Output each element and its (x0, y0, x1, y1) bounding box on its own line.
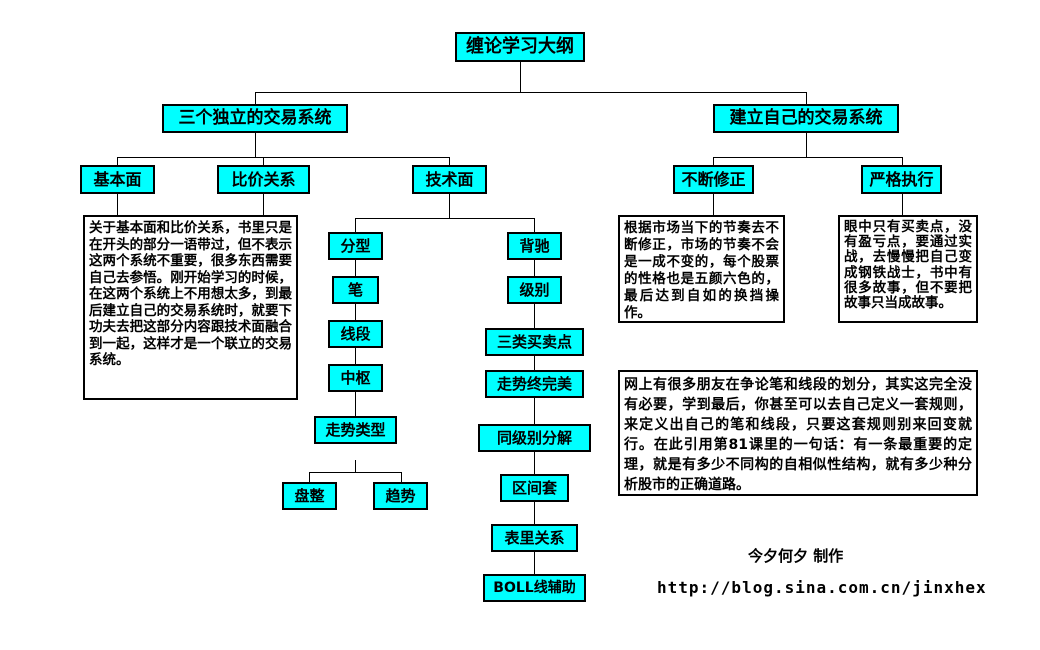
connector-beichi-jibie (534, 260, 535, 276)
connector-fundamentals-to-note (117, 193, 118, 215)
node-continuous-correction[interactable]: 不断修正 (673, 165, 754, 194)
node-jibie[interactable]: 级别 (507, 276, 562, 304)
node-tongjibie-fenjie[interactable]: 同级别分解 (478, 424, 591, 452)
connector-zhongshu-zoushi (355, 392, 356, 416)
connector-xianduan-zhongshu (355, 348, 356, 364)
node-panzheng[interactable]: 盘整 (282, 482, 337, 510)
connector-biaoli-boll (534, 552, 535, 574)
note-segments-box: 网上有很多朋友在争论笔和线段的划分，其实这完全没有必要，学到最后，你甚至可以去自… (618, 370, 978, 496)
connector-zoushi-bar (309, 472, 402, 473)
connector-technical-bar (355, 218, 534, 219)
note-execution-box: 眼中只有买卖点，没有盈亏点，要通过实战，去慢慢把自己变成钢铁战士，书中有很多故事… (838, 215, 978, 323)
connector-right-branch-bar (713, 157, 902, 158)
connector-tongjibie-qujian (534, 452, 535, 474)
connector-to-panzheng (309, 472, 310, 482)
node-qushi[interactable]: 趋势 (373, 482, 428, 510)
node-fenxing[interactable]: 分型 (328, 232, 383, 260)
connector-to-fundamentals (117, 157, 118, 166)
connector-title-stem (520, 61, 521, 92)
connector-technical-stem (449, 193, 450, 218)
node-biaoli-guanxi[interactable]: 表里关系 (491, 524, 578, 552)
node-qujian-tao[interactable]: 区间套 (500, 474, 569, 502)
connector-execution-to-note (902, 193, 903, 215)
connector-correction-to-note (713, 193, 714, 215)
node-build-own-system[interactable]: 建立自己的交易系统 (713, 104, 899, 133)
footer-url[interactable]: http://blog.sina.com.cn/jinxhex (657, 578, 987, 597)
connector-price-ratio-to-note (263, 193, 264, 215)
connector-zoushi-stem (355, 460, 356, 472)
node-zoushi-zhong-wanmei[interactable]: 走势终完美 (485, 370, 584, 398)
node-bi[interactable]: 笔 (332, 276, 379, 304)
node-three-independent-systems[interactable]: 三个独立的交易系统 (162, 104, 348, 133)
connector-to-left-branch (255, 92, 256, 105)
node-beichi[interactable]: 背驰 (507, 232, 562, 260)
connector-to-fenxing (355, 218, 356, 232)
node-zoushi-leixing[interactable]: 走势类型 (314, 416, 397, 444)
note-correction-box: 根据市场当下的节奏去不断修正，市场的节奏不会是一成不变的，每个股票的性格也是五颜… (618, 215, 785, 323)
node-three-buy-sell-points[interactable]: 三类买卖点 (485, 328, 584, 356)
connector-to-execution (902, 157, 903, 166)
note-fundamentals-text: 关于基本面和比价关系，书里只是在开头的部分一语带过，但不表示这两个系统不重要，很… (89, 220, 292, 368)
connector-title-bar (255, 92, 806, 93)
note-fundamentals-box: 关于基本面和比价关系，书里只是在开头的部分一语带过，但不表示这两个系统不重要，很… (83, 215, 298, 400)
connector-sanlei-zoushi (534, 356, 535, 370)
connector-right-branch-stem (806, 132, 807, 157)
node-strict-execution[interactable]: 严格执行 (861, 165, 942, 194)
node-fundamentals[interactable]: 基本面 (80, 165, 155, 194)
note-execution-text: 眼中只有买卖点，没有盈亏点，要通过实战，去慢慢把自己变成钢铁战士，书中有很多故事… (844, 219, 972, 312)
footer-maker: 今夕何夕 制作 (748, 547, 844, 565)
node-zhongshu[interactable]: 中枢 (328, 364, 383, 392)
connector-left-branch-stem (255, 132, 256, 157)
connector-to-technical (449, 157, 450, 166)
connector-to-price-ratio (263, 157, 264, 166)
connector-jibie-sanlei (534, 304, 535, 328)
note-segments-text: 网上有很多朋友在争论笔和线段的划分，其实这完全没有必要，学到最后，你甚至可以去自… (624, 377, 972, 493)
node-price-ratio[interactable]: 比价关系 (217, 165, 310, 194)
node-technical[interactable]: 技术面 (412, 165, 487, 194)
node-boll-assist[interactable]: BOLL线辅助 (483, 574, 586, 602)
note-correction-text: 根据市场当下的节奏去不断修正，市场的节奏不会是一成不变的，每个股票的性格也是五颜… (624, 220, 779, 321)
node-xianduan[interactable]: 线段 (328, 320, 383, 348)
connector-qujian-biaoli (534, 502, 535, 524)
connector-left-branch-bar (117, 157, 449, 158)
connector-to-qushi (401, 472, 402, 482)
connector-to-right-branch (806, 92, 807, 105)
connector-zoushi-tongjibie (534, 398, 535, 424)
connector-to-correction (713, 157, 714, 166)
connector-bi-xianduan (355, 304, 356, 320)
connector-fenxing-bi (355, 260, 356, 276)
connector-to-beichi (534, 218, 535, 232)
node-root-title[interactable]: 缠论学习大纲 (455, 32, 585, 62)
